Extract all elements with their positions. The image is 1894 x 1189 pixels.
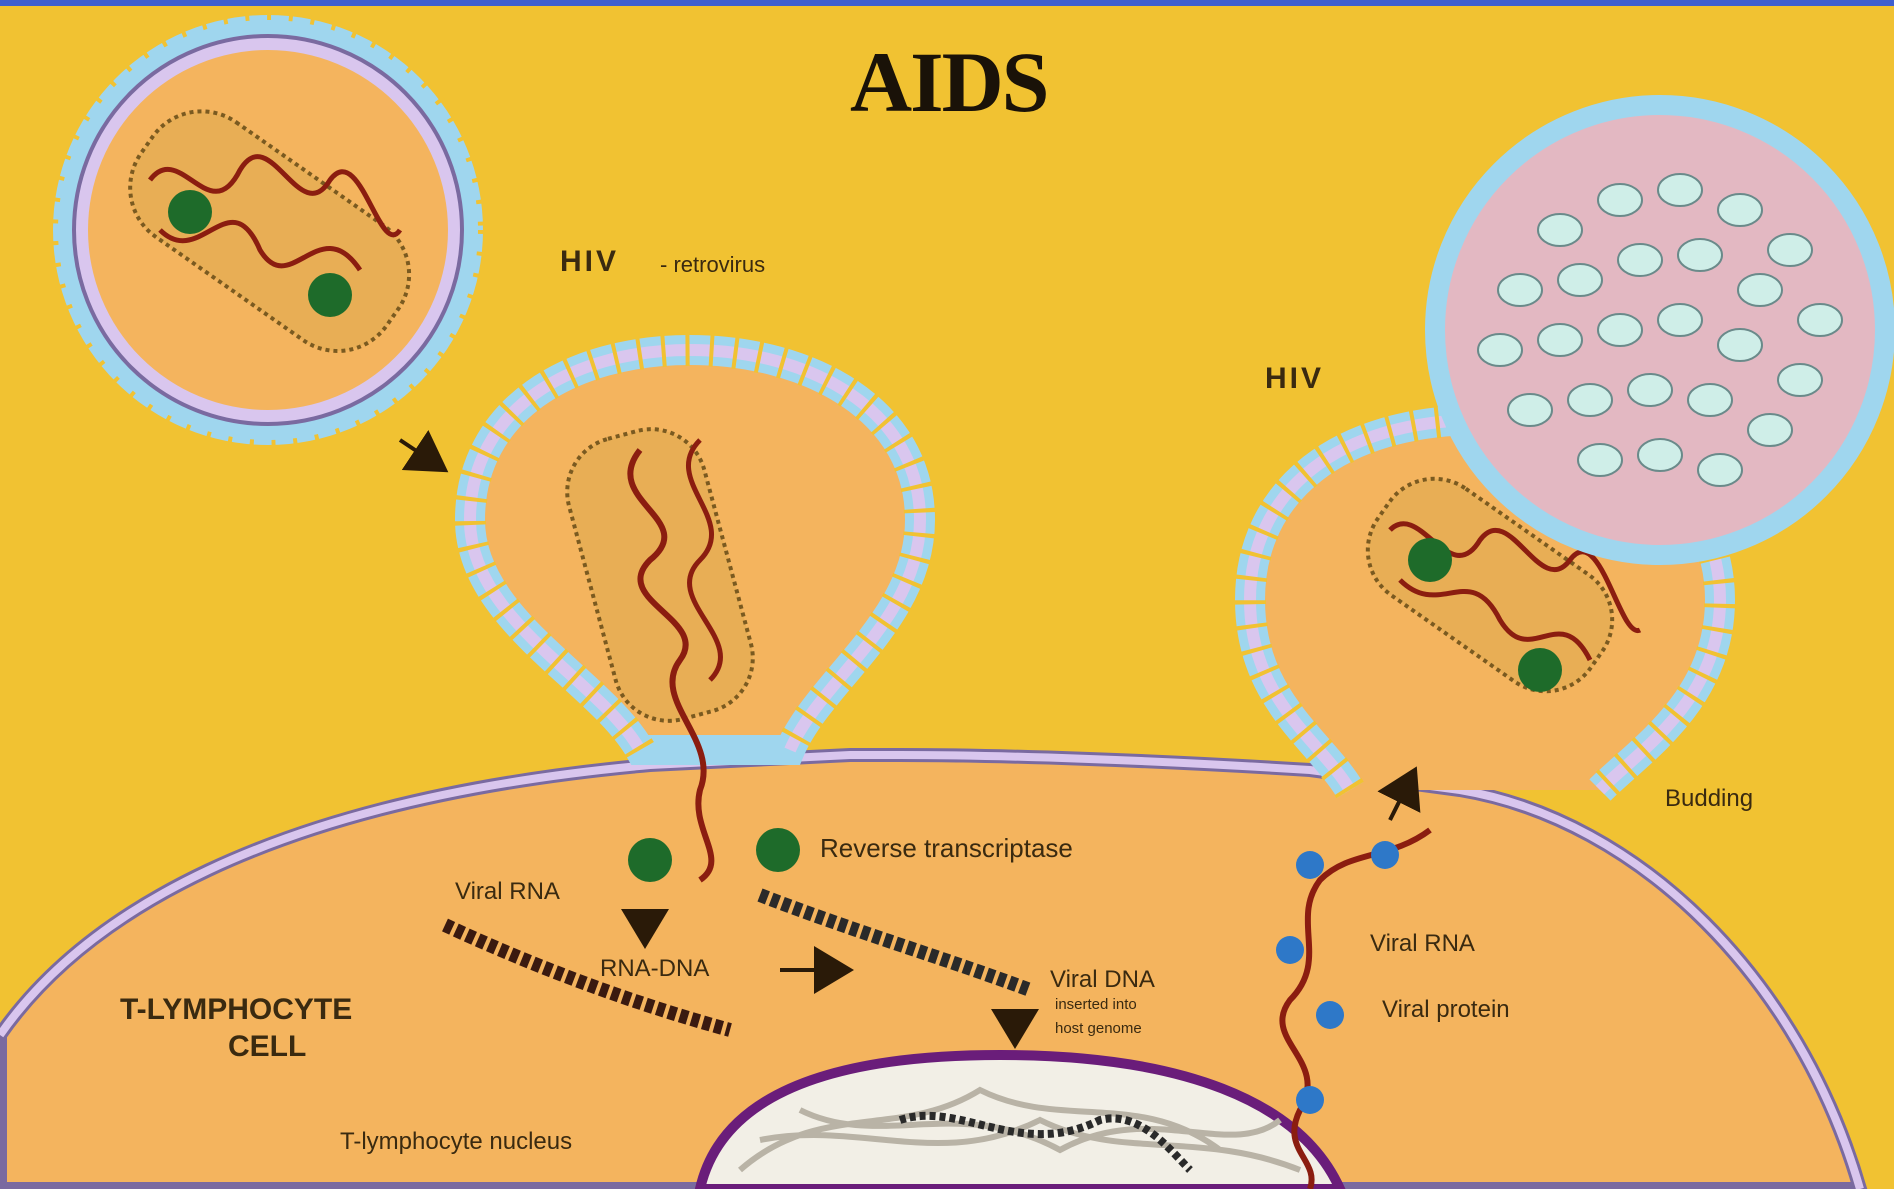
label-viral-dna-inserted: inserted into <box>1055 996 1137 1013</box>
label-cell: CELL <box>228 1030 306 1064</box>
label-hiv-retrovirus: HIV <box>560 245 619 279</box>
label-viral-rna-left: Viral RNA <box>455 878 560 906</box>
label-reverse-transcriptase: Reverse transcriptase <box>820 833 1073 864</box>
hiv-free-particle <box>53 15 483 445</box>
label-viral-dna-genome: host genome <box>1055 1020 1142 1037</box>
page-title: AIDS <box>850 32 1048 132</box>
label-t-lymphocyte: T-LYMPHOCYTE <box>120 993 352 1027</box>
label-rna-dna: RNA-DNA <box>600 955 709 983</box>
label-budding: Budding <box>1665 785 1753 813</box>
label-hiv-right: HIV <box>1265 362 1324 396</box>
label-t-lymphocyte-nucleus: T-lymphocyte nucleus <box>340 1128 572 1156</box>
label-viral-dna: Viral DNA <box>1050 966 1155 994</box>
label-viral-protein: Viral protein <box>1382 996 1510 1024</box>
hiv-surface-view <box>1435 105 1885 555</box>
label-retrovirus: - retrovirus <box>660 252 765 278</box>
label-viral-rna-right: Viral RNA <box>1370 930 1475 958</box>
